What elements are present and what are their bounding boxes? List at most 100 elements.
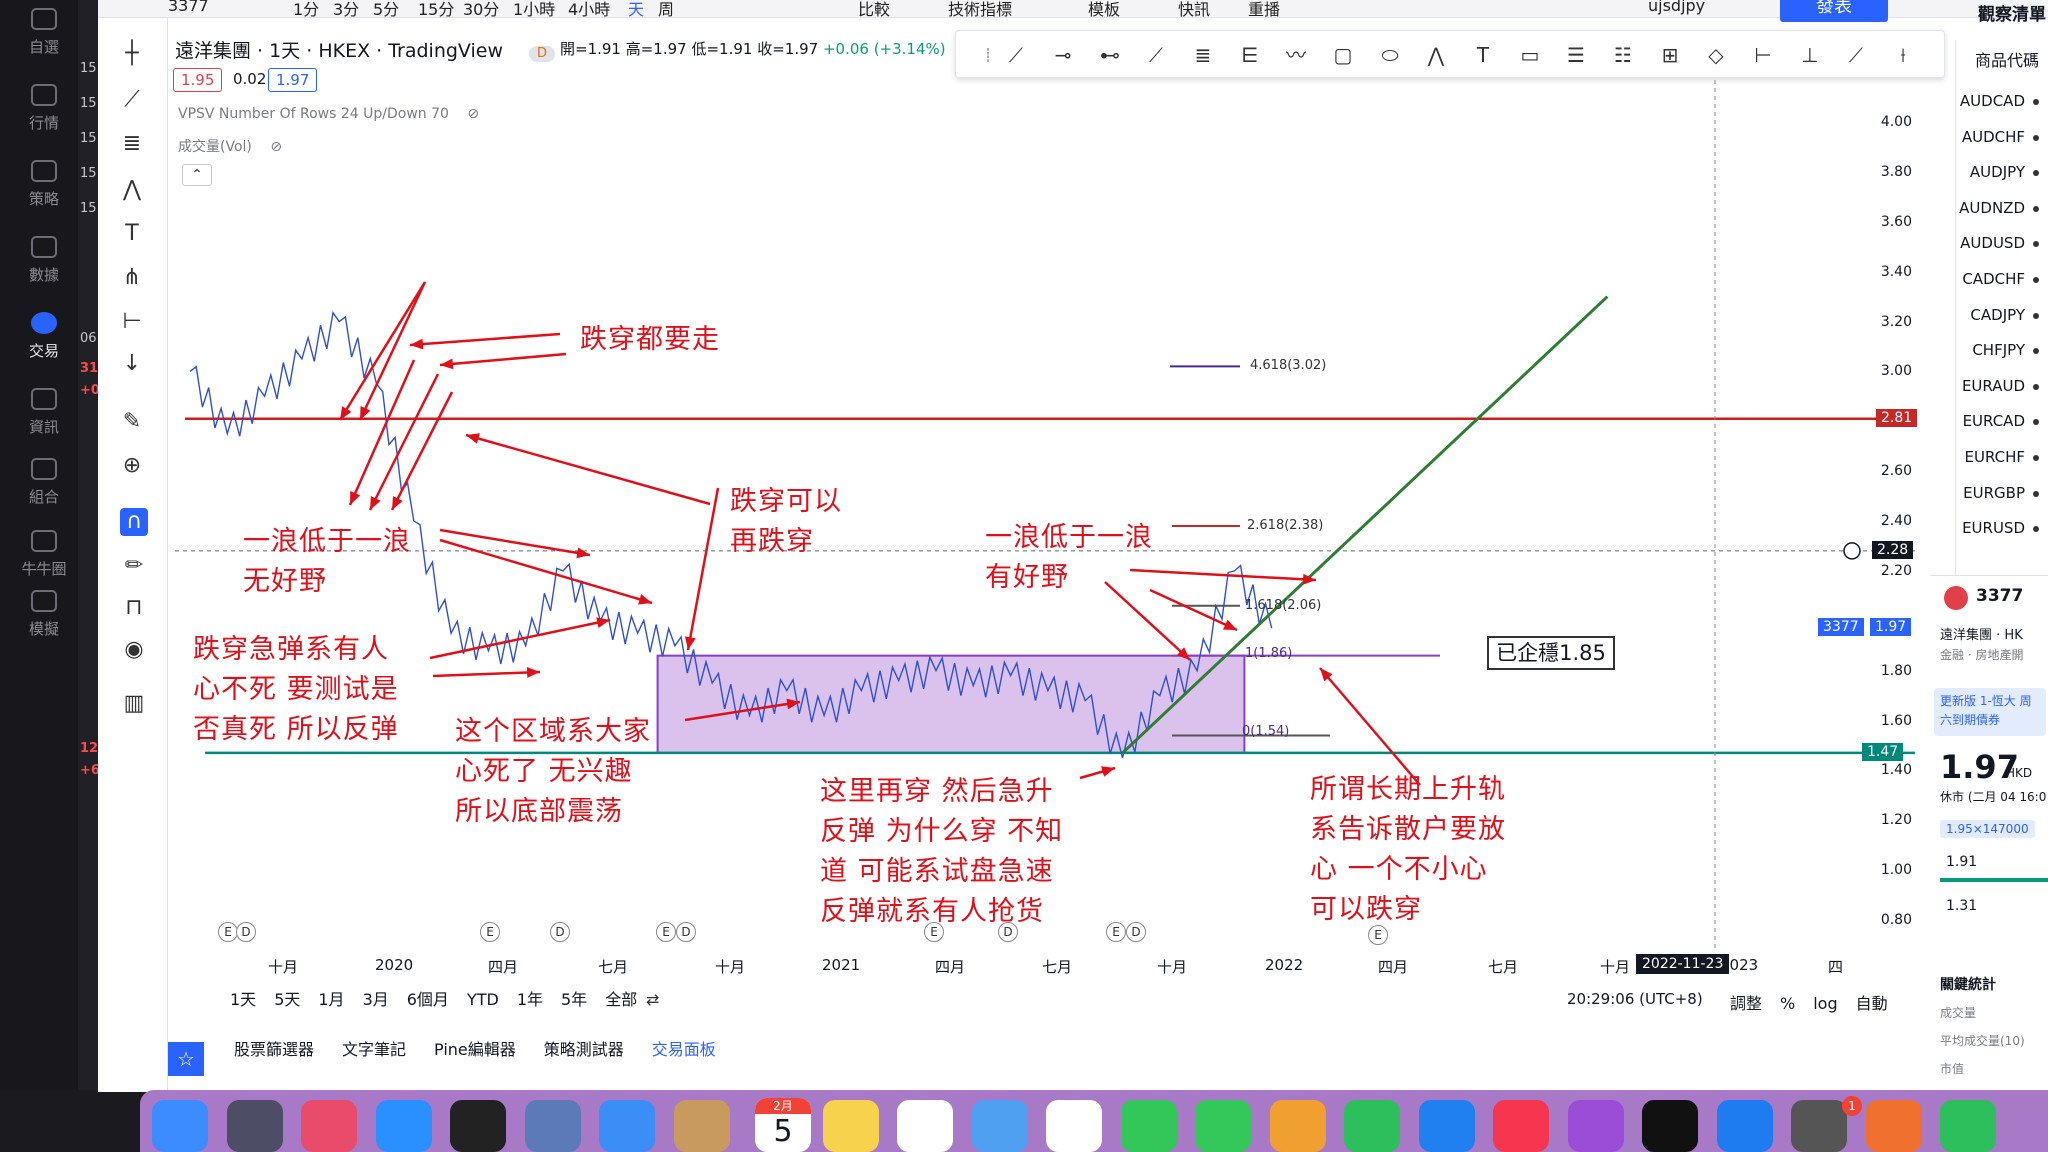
- news-banner[interactable]: 更新版 1-恆大 周六到期債券: [1934, 688, 2046, 736]
- range-option[interactable]: 1天: [230, 990, 257, 1009]
- fib-extension-icon[interactable]: ☷: [1614, 43, 1632, 67]
- price-chart[interactable]: [175, 80, 1915, 950]
- range-option[interactable]: 1年: [516, 990, 543, 1009]
- range-option[interactable]: 3月: [362, 990, 389, 1009]
- dock-app-icon[interactable]: [1344, 1100, 1400, 1152]
- stable-label[interactable]: 已企穩1.85: [1487, 636, 1615, 670]
- rail-item-bulb[interactable]: 策略: [4, 160, 84, 209]
- channel-icon[interactable]: ≣: [1194, 43, 1212, 67]
- dock-app-icon[interactable]: [450, 1100, 506, 1152]
- interval-15m[interactable]: 15分: [418, 0, 455, 19]
- dock-app-icon[interactable]: [1791, 1100, 1847, 1152]
- fib-channel-icon[interactable]: ⋿: [1241, 43, 1259, 67]
- publish-button[interactable]: 發表: [1780, 0, 1888, 22]
- templates-button[interactable]: 模板: [1088, 0, 1121, 19]
- dock-app-icon[interactable]: [1195, 1100, 1251, 1152]
- bottom-tab[interactable]: 交易面板: [651, 1040, 716, 1059]
- watchlist-item[interactable]: EURCHF: [1955, 448, 2045, 466]
- range-option[interactable]: 5年: [561, 990, 588, 1009]
- dock-app-icon[interactable]: [1046, 1100, 1102, 1152]
- price-range-icon[interactable]: ⊥: [1801, 43, 1819, 67]
- watchlist-item[interactable]: CADJPY: [1955, 306, 2045, 324]
- interval-5m[interactable]: 5分: [373, 0, 400, 19]
- dock-app-icon[interactable]: [375, 1100, 432, 1152]
- interval-3m[interactable]: 3分: [333, 0, 360, 19]
- scale-option[interactable]: %: [1780, 994, 1796, 1013]
- zoom-icon[interactable]: ⊕: [122, 453, 142, 478]
- drag-handle-icon[interactable]: ⁞: [984, 43, 992, 67]
- ask-price[interactable]: 1.97: [268, 68, 318, 92]
- text-icon[interactable]: T: [125, 221, 139, 246]
- eye-icon[interactable]: ◉: [124, 637, 144, 662]
- callout-icon[interactable]: ▭: [1520, 43, 1540, 67]
- watchlist-item[interactable]: AUDUSD: [1955, 234, 2045, 252]
- line-tool-icon[interactable]: ⟋: [1009, 43, 1023, 67]
- rectangle-icon[interactable]: ▢: [1333, 43, 1353, 67]
- date-range-icon[interactable]: ⊢: [1754, 43, 1772, 67]
- dock-app-icon[interactable]: [971, 1100, 1028, 1152]
- calendar-app-icon[interactable]: 2月 5: [755, 1098, 811, 1152]
- symbol-search[interactable]: ujsdjpy: [1648, 0, 1706, 15]
- watchlist-item[interactable]: EURUSD: [1955, 519, 2045, 537]
- hline-tool-icon[interactable]: ⊷: [1100, 43, 1120, 67]
- watchlist-item[interactable]: AUDCHF: [1955, 128, 2045, 146]
- arrow-down-icon[interactable]: ↓: [122, 351, 142, 376]
- long-position-icon[interactable]: ⟋: [1849, 43, 1863, 67]
- watchlist-item[interactable]: AUDCAD: [1955, 92, 2045, 110]
- vertical-line-icon[interactable]: ⟊: [1900, 43, 1906, 67]
- rail-item-list[interactable]: 自選: [4, 8, 84, 57]
- scale-option[interactable]: 調整: [1730, 994, 1763, 1013]
- earnings-badge[interactable]: E: [480, 922, 500, 942]
- brush-icon[interactable]: 〰: [1286, 43, 1306, 67]
- symbol-title[interactable]: 遠洋集團 · 1天 · HKEX · TradingView: [175, 40, 504, 62]
- path-icon[interactable]: ⋔: [122, 265, 142, 290]
- rail-item-news[interactable]: 資訊: [4, 388, 84, 437]
- watchlist-item[interactable]: EURCAD: [1955, 412, 2045, 430]
- range-option[interactable]: 6個月: [406, 990, 449, 1009]
- dividend-badge[interactable]: D: [550, 922, 570, 942]
- hide-eye-icon[interactable]: ⊘: [467, 106, 480, 122]
- watchlist-item[interactable]: EURAUD: [1955, 377, 2045, 395]
- range-option[interactable]: 1月: [318, 990, 345, 1009]
- dock-app-icon[interactable]: [599, 1100, 655, 1152]
- watchlist-item[interactable]: AUDJPY: [1955, 163, 2045, 181]
- watchlist-item[interactable]: CHFJPY: [1955, 341, 2045, 359]
- extended-line-icon[interactable]: ⟋: [1149, 43, 1163, 67]
- rail-item-pie[interactable]: 組合: [4, 458, 84, 507]
- bottom-tab[interactable]: Pine編輯器: [434, 1040, 516, 1059]
- trash-icon[interactable]: ▥: [123, 691, 145, 716]
- compare-button[interactable]: 比較: [858, 0, 891, 19]
- bottom-tab[interactable]: 策略測試器: [543, 1040, 624, 1059]
- interval-30m[interactable]: 30分: [463, 0, 500, 19]
- volume-label[interactable]: 成交量(Vol): [178, 139, 252, 155]
- pattern-tool-icon[interactable]: ◇: [1708, 43, 1724, 67]
- dividend-badge[interactable]: D: [236, 922, 256, 942]
- rail-item-simulate[interactable]: 模擬: [4, 590, 84, 639]
- watchlist-item[interactable]: EURGBP: [1955, 484, 2045, 502]
- grid-icon[interactable]: ⊞: [1661, 43, 1679, 67]
- replay-button[interactable]: 重播: [1248, 0, 1281, 19]
- bottom-tab[interactable]: 股票篩選器: [234, 1040, 315, 1059]
- dock-app-icon[interactable]: [1642, 1100, 1698, 1152]
- rail-item-trade[interactable]: 交易: [4, 312, 84, 361]
- dock-app-icon[interactable]: [226, 1100, 283, 1152]
- dock-app-icon[interactable]: [1716, 1100, 1773, 1152]
- dock-app-icon[interactable]: [1567, 1100, 1624, 1152]
- scale-option[interactable]: log: [1813, 994, 1838, 1013]
- range-option[interactable]: YTD: [466, 990, 499, 1009]
- interval-week[interactable]: 周: [658, 0, 675, 19]
- interval-day[interactable]: 天: [628, 0, 645, 19]
- path-tool-icon[interactable]: ⋀: [1427, 43, 1445, 67]
- dock-app-icon[interactable]: [524, 1100, 581, 1152]
- watchlist-item[interactable]: AUDNZD: [1955, 199, 2045, 217]
- dock-app-icon[interactable]: [1940, 1100, 1996, 1152]
- indicators-button[interactable]: 技術指標: [948, 0, 1013, 19]
- dock-app-icon[interactable]: [897, 1100, 953, 1152]
- range-option[interactable]: 全部: [605, 990, 638, 1009]
- earnings-badge[interactable]: E: [924, 922, 944, 942]
- bottom-tab[interactable]: 文字筆記: [342, 1040, 407, 1059]
- rail-item-chart[interactable]: 行情: [4, 84, 84, 133]
- dividend-badge[interactable]: D: [676, 922, 696, 942]
- ruler-icon[interactable]: ✎: [122, 409, 142, 434]
- earnings-badge[interactable]: E: [1106, 922, 1126, 942]
